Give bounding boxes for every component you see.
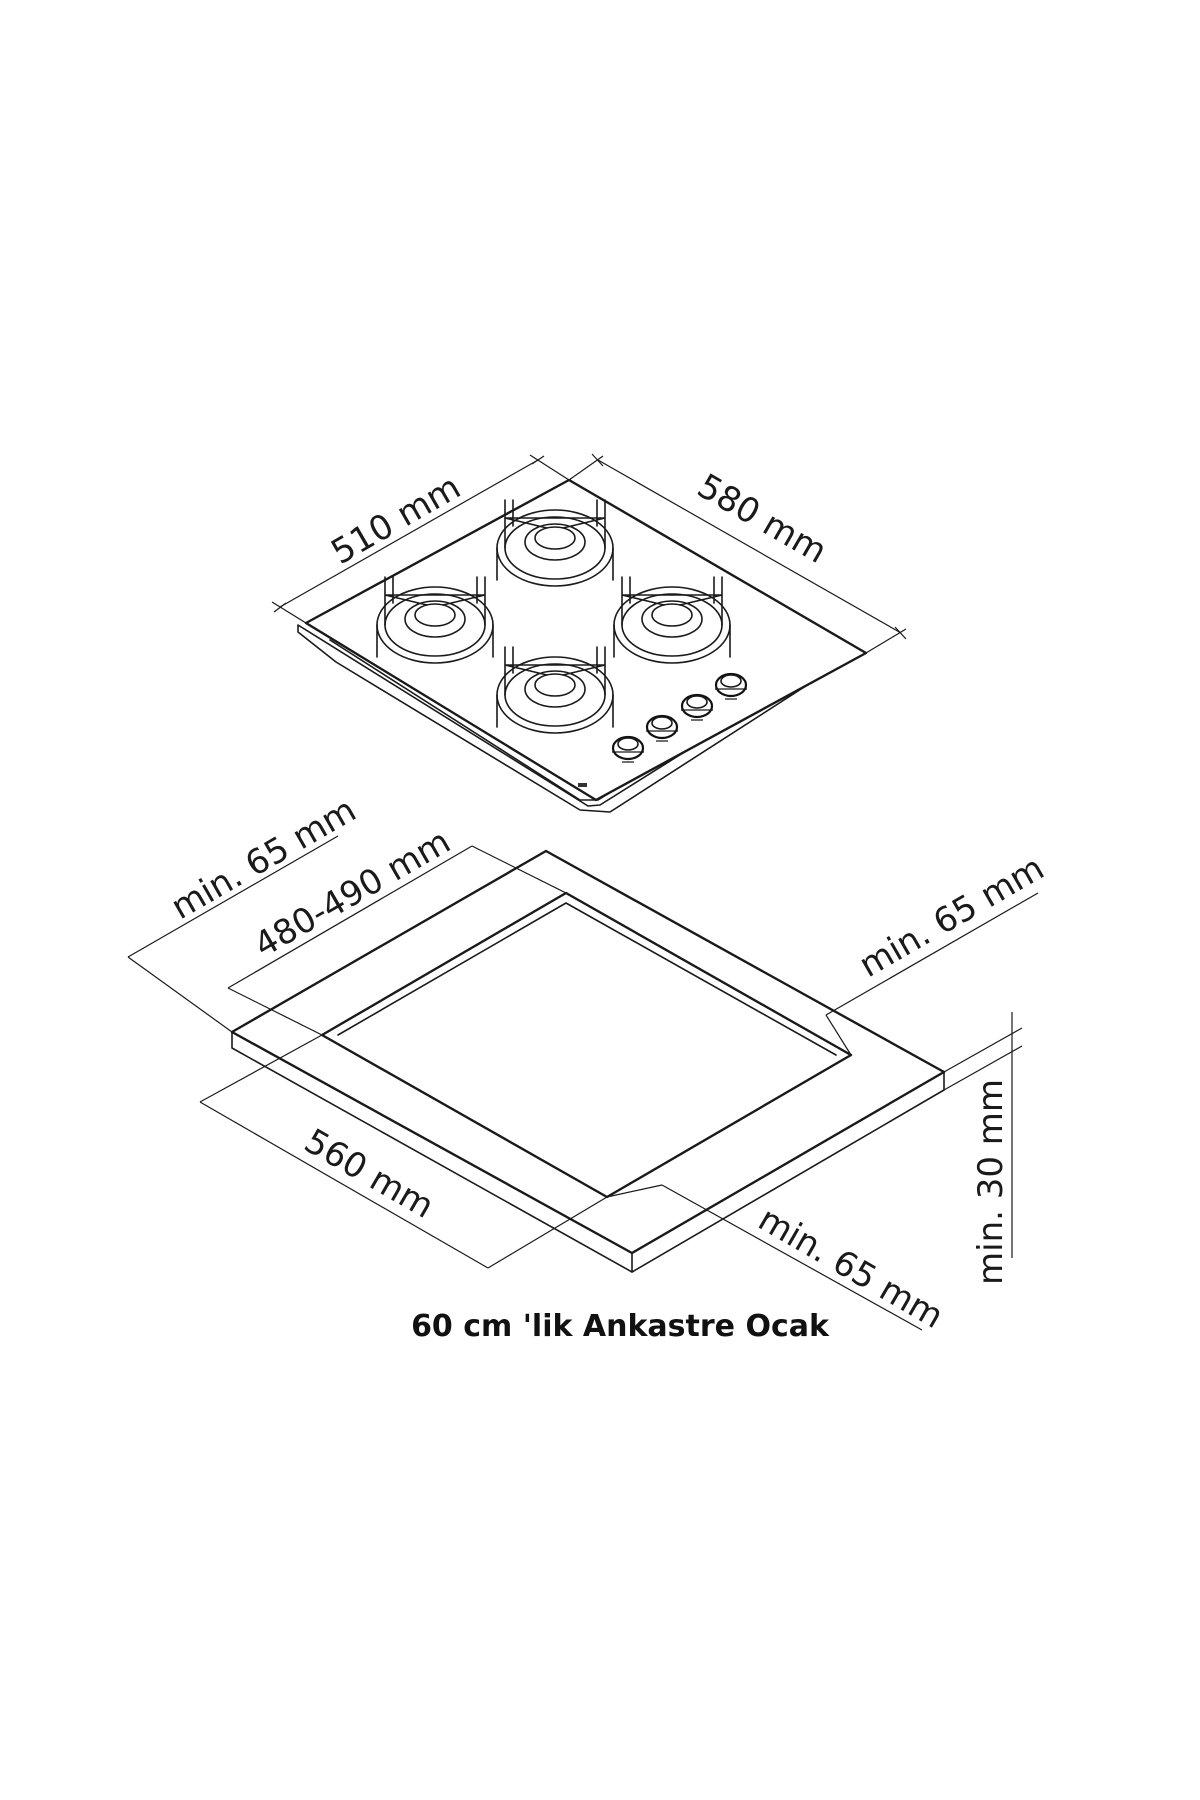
hob-drawing bbox=[271, 453, 907, 813]
clearance-back-label: min. 65 mm bbox=[853, 848, 1051, 986]
cutout-dimension-lines bbox=[127, 835, 1039, 1331]
hob-dimension-depth bbox=[568, 453, 907, 654]
knob-2 bbox=[645, 714, 679, 742]
burner-left bbox=[376, 576, 494, 664]
cutout-drawing bbox=[230, 849, 946, 1273]
hob-dimension-width bbox=[271, 454, 570, 624]
cutout-depth-label: 560 mm bbox=[298, 1121, 441, 1227]
knob-1 bbox=[611, 735, 645, 763]
hob-depth-label: 580 mm bbox=[691, 466, 834, 572]
cutout-inner-edge bbox=[337, 902, 837, 1056]
counter-thickness-label: min. 30 mm bbox=[971, 1079, 1011, 1285]
burner-right bbox=[613, 576, 731, 664]
knob-4 bbox=[714, 672, 748, 700]
burner-back bbox=[496, 499, 614, 587]
knob-3 bbox=[680, 693, 714, 721]
brand-logo bbox=[578, 783, 587, 787]
burner-front bbox=[496, 646, 614, 734]
diagram-caption: 60 cm 'lik Ankastre Ocak bbox=[411, 1309, 830, 1344]
control-knobs bbox=[578, 672, 748, 787]
